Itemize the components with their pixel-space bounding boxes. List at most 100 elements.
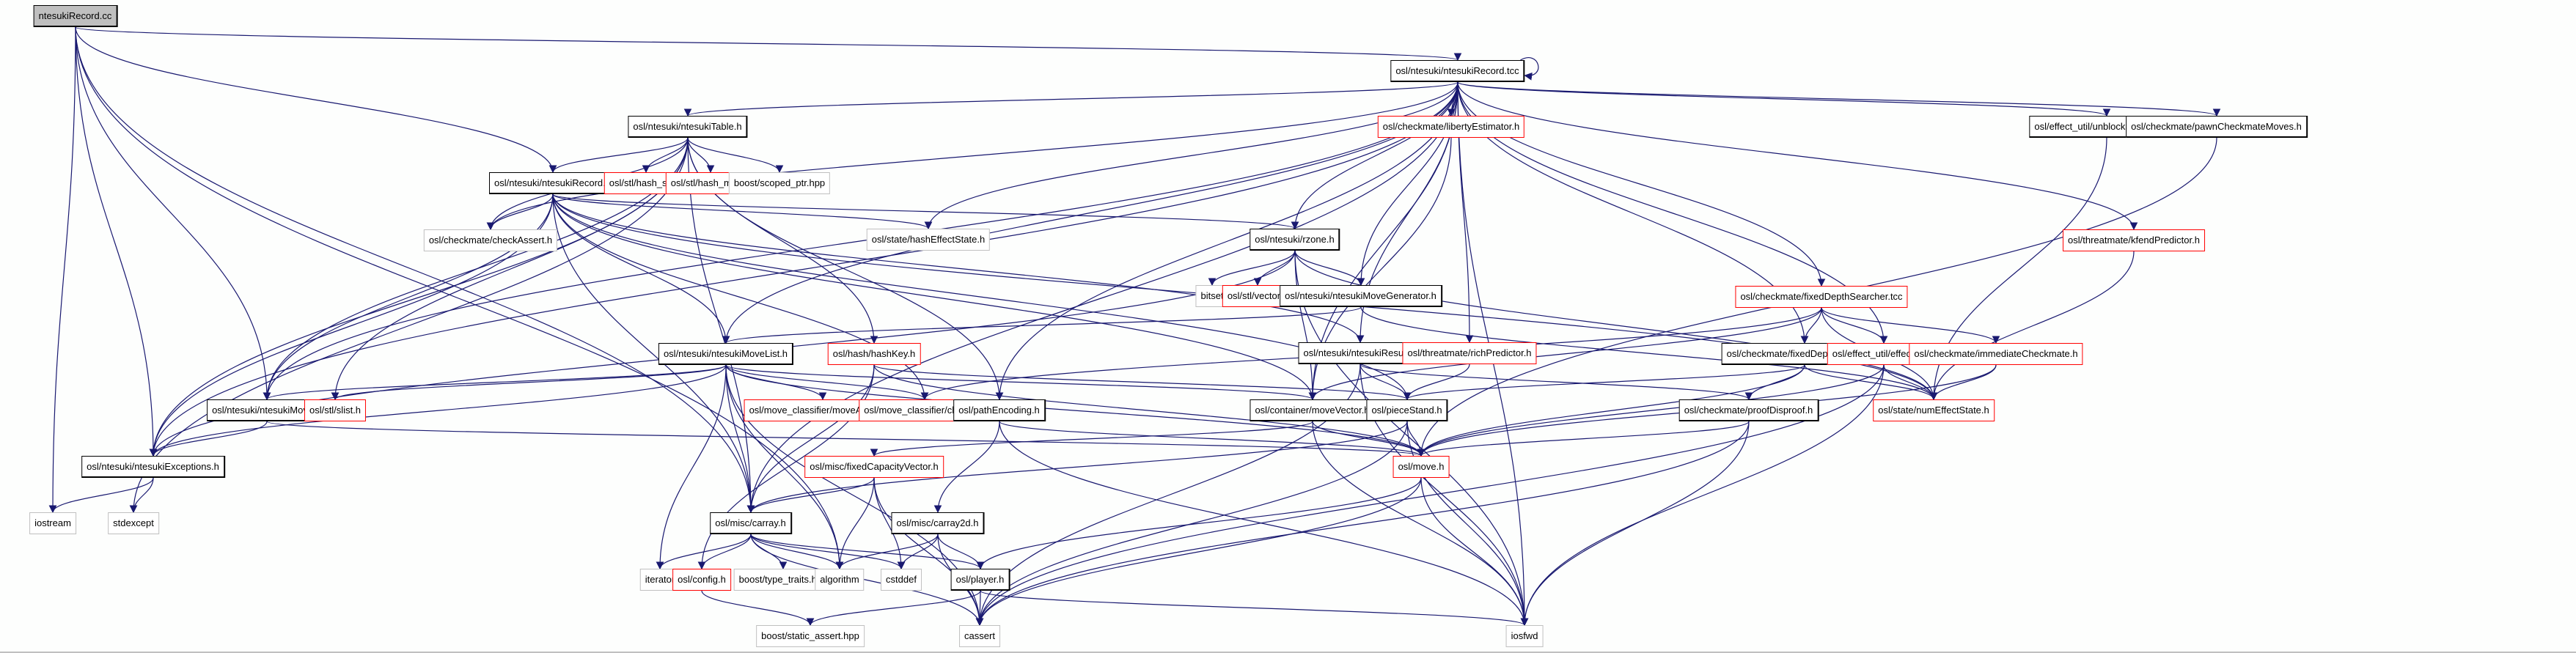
edge-fdsH-to-proofDisproof: [1744, 364, 1805, 401]
edge-exceptions-to-iostream: [48, 477, 154, 514]
node-record-tcc[interactable]: osl/ntesuki/ntesukiRecord.tcc: [1390, 60, 1525, 82]
edge-moveList-to-slist: [331, 364, 727, 401]
edge-hashKey-to-config: [697, 364, 875, 570]
edge-fdsH-to-numEffect: [1804, 364, 1938, 401]
edge-moveH-to-player: [976, 477, 1422, 570]
node-fixed-cap[interactable]: osl/misc/fixedCapacityVector.h: [804, 456, 944, 478]
edge-pieceStand-to-iosfwd: [1406, 421, 1529, 627]
edge-pieceStand-to-cassert: [975, 421, 1408, 627]
edge-moveVector-to-iosfwd: [1312, 421, 1529, 627]
edge-kfend-to-numEffect: [1929, 251, 2135, 401]
edge-recordTcc-to-checkAssert: [486, 81, 1458, 231]
edge-moveList-to-algorithm: [725, 364, 844, 570]
node-check-assert[interactable]: osl/checkmate/checkAssert.h: [423, 229, 558, 251]
edge-carray-to-iterator: [656, 534, 752, 570]
edge-moveList-to-moveH: [725, 364, 1425, 457]
edge-hashKey-to-moveH: [873, 364, 1425, 457]
edge-exceptions-to-stdexcept: [129, 477, 154, 514]
edge-effectUtil-to-moveH: [1417, 364, 1885, 457]
node-stdexcept[interactable]: stdexcept: [108, 512, 159, 534]
node-kfend[interactable]: osl/threatmate/kfendPredictor.h: [2063, 229, 2205, 251]
edge-proofDisproof-to-iosfwd: [1520, 421, 1750, 627]
node-fds-tcc[interactable]: osl/checkmate/fixedDepthSearcher.tcc: [1735, 286, 1908, 308]
edge-moveH-to-iosfwd: [1420, 477, 1529, 627]
edge-recordH-to-moveVector: [552, 193, 1317, 401]
node-hash-key[interactable]: osl/hash/hashKey.h: [827, 343, 921, 365]
edge-moveGen-to-numEffect: [1360, 306, 1938, 401]
node-pawn-checkmate[interactable]: osl/checkmate/pawnCheckmateMoves.h: [2126, 116, 2308, 138]
node-piece-stand[interactable]: osl/pieceStand.h: [1366, 399, 1448, 421]
edge-rzone-to-moveVector: [1294, 250, 1317, 401]
node-carray2d[interactable]: osl/misc/carray2d.h: [891, 512, 985, 534]
edge-fdsTcc-to-moveVector: [1308, 307, 1822, 401]
edge-effectUtil-to-iosfwd: [1520, 364, 1885, 627]
edge-carray-to-cstddef: [750, 534, 906, 570]
node-hash-effect[interactable]: osl/state/hashEffectState.h: [866, 229, 991, 251]
edge-proofDisproof-to-cassert: [975, 421, 1750, 627]
node-slist[interactable]: osl/stl/slist.h: [304, 399, 367, 421]
edge-fdsH-to-pieceStand: [1403, 364, 1805, 401]
node-player[interactable]: osl/player.h: [950, 569, 1010, 591]
edge-recordTcc-to-hashEffect: [924, 81, 1458, 230]
edge-recordH-to-moveList: [552, 193, 730, 344]
node-path-enc[interactable]: osl/pathEncoding.h: [953, 399, 1046, 421]
node-rzone[interactable]: osl/ntesuki/rzone.h: [1250, 229, 1340, 251]
edge-recordTcc-to-exceptions: [149, 81, 1458, 457]
node-root[interactable]: ntesukiRecord.cc: [33, 5, 118, 27]
node-move-list[interactable]: osl/ntesuki/ntesukiMoveList.h: [658, 343, 794, 365]
edge-recordH-to-checkAssert: [486, 193, 554, 231]
node-rich-pred[interactable]: osl/threatmate/richPredictor.h: [1402, 342, 1537, 364]
edge-carray-to-cassert: [750, 534, 984, 627]
node-cstddef[interactable]: cstddef: [881, 569, 922, 591]
edge-fdsTcc-to-immCheckmate: [1821, 307, 2000, 344]
node-imm-checkmate[interactable]: osl/checkmate/immediateCheckmate.h: [1909, 343, 2083, 365]
edge-moveList-to-exceptions: [149, 364, 727, 457]
edge-recordTcc-to-table: [684, 81, 1458, 117]
node-cassert[interactable]: cassert: [959, 625, 1000, 647]
node-scoped-ptr[interactable]: boost/scoped_ptr.hpp: [728, 172, 831, 194]
edge-pathEnc-to-moveH: [999, 421, 1425, 457]
edge-table-to-recordH: [548, 137, 689, 174]
edge-rzone-to-iosfwd: [1294, 250, 1529, 627]
node-record-h[interactable]: osl/ntesuki/ntesukiRecord.h: [489, 172, 617, 194]
edge-moveVector-to-moveH: [1312, 421, 1425, 457]
node-move-gen[interactable]: osl/ntesuki/ntesukiMoveGenerator.h: [1280, 285, 1442, 307]
edge-pathEnc-to-carray2d: [933, 421, 1000, 514]
edge-rzone-to-bitset: [1208, 250, 1296, 287]
edge-carray2d-to-cstddef: [897, 534, 939, 570]
edge-recordTcc-to-carray: [746, 81, 1458, 514]
edge-carray-to-player: [750, 534, 985, 570]
edge-layer: [48, 26, 2220, 627]
edge-table-to-carray: [687, 137, 755, 514]
node-move-vector[interactable]: osl/container/moveVector.h: [1250, 399, 1376, 421]
edge-fdsH-to-moveH: [1417, 364, 1805, 457]
edge-hashKey-to-pieceStand: [873, 364, 1412, 401]
edge-rzone-to-moveGen: [1294, 250, 1365, 287]
edge-recordTcc-to-ntMove: [263, 81, 1458, 401]
edge-recordH-to-result: [552, 193, 1365, 344]
edge-table-to-hashMap: [687, 137, 715, 174]
node-static-assert[interactable]: boost/static_assert.hpp: [756, 625, 865, 647]
edge-recordH-to-ntMove: [263, 193, 554, 401]
node-algorithm[interactable]: algorithm: [815, 569, 865, 591]
node-table[interactable]: osl/ntesuki/ntesukiTable.h: [628, 116, 748, 138]
edge-fixedCap-to-algorithm: [835, 477, 875, 570]
node-iostream[interactable]: iostream: [29, 512, 76, 534]
edge-recordH-to-carray: [552, 193, 755, 514]
node-num-effect[interactable]: osl/state/numEffectState.h: [1873, 399, 1995, 421]
node-proof-disproof[interactable]: osl/checkmate/proofDisproof.h: [1678, 399, 1819, 421]
edge-recordTcc-to-kfend: [1457, 81, 2138, 231]
edge-rzone-to-numEffect: [1294, 250, 1938, 401]
node-liberty-est[interactable]: osl/checkmate/libertyEstimator.h: [1377, 116, 1525, 138]
edge-ntMove-to-moveH: [266, 421, 1425, 457]
node-config[interactable]: osl/config.h: [672, 569, 731, 591]
node-carray[interactable]: osl/misc/carray.h: [710, 512, 792, 534]
node-result[interactable]: osl/ntesuki/ntesukiResult.h: [1298, 342, 1423, 364]
node-exceptions[interactable]: osl/ntesuki/ntesukiExceptions.h: [81, 456, 225, 478]
edge-recordH-to-rzone: [552, 193, 1299, 230]
edge-root-to-ntMove: [75, 26, 271, 401]
edge-pieceStand-to-moveH: [1406, 421, 1425, 457]
node-iosfwd[interactable]: iosfwd: [1505, 625, 1544, 647]
node-move-h[interactable]: osl/move.h: [1392, 456, 1450, 478]
edge-effectUtil-to-cassert: [975, 364, 1885, 627]
